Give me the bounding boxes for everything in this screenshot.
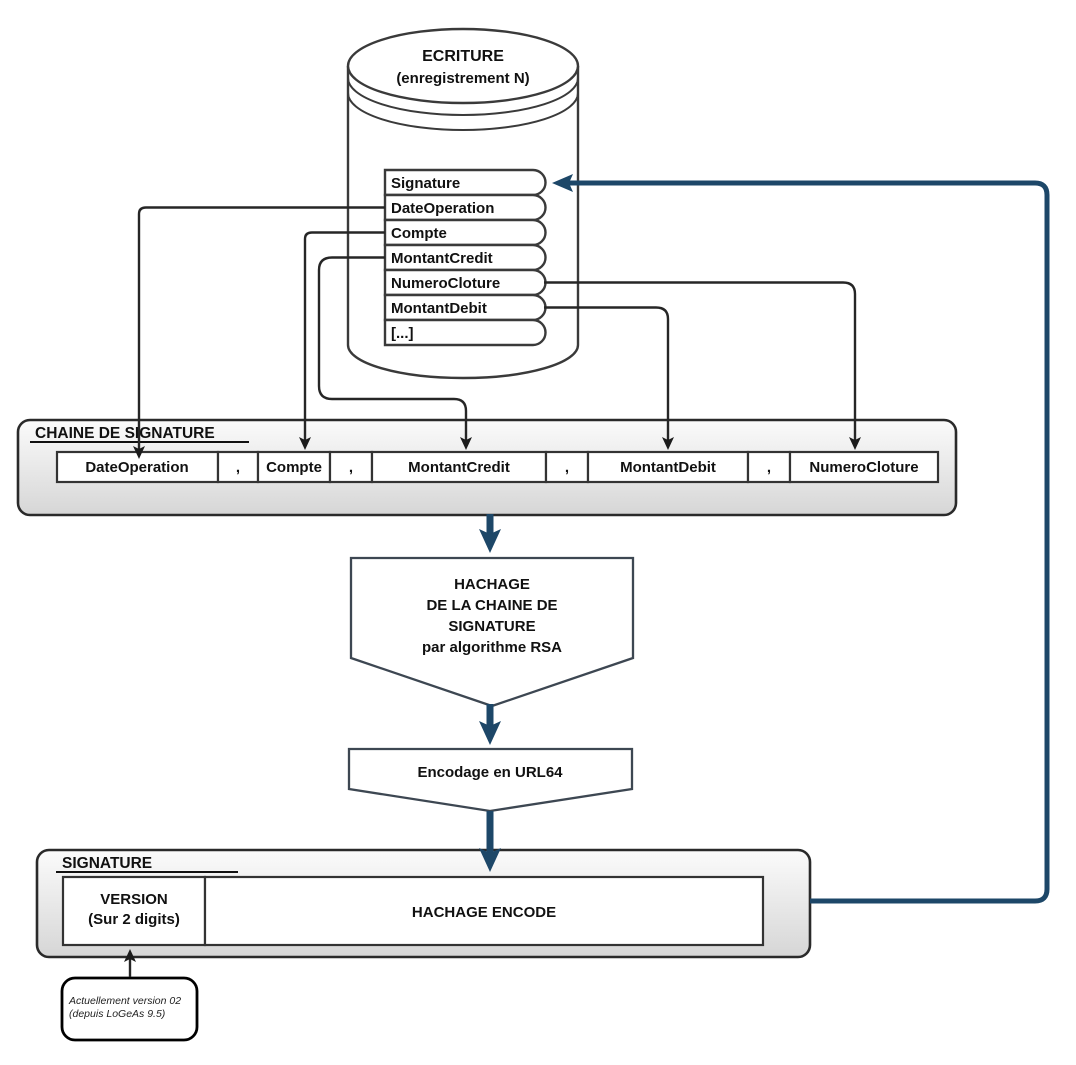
chain-cell-label: MontantCredit bbox=[408, 459, 510, 476]
hash-step-line: HACHAGE bbox=[454, 576, 530, 593]
hash-step-line: SIGNATURE bbox=[448, 618, 535, 635]
hash-step-line: par algorithme RSA bbox=[422, 639, 562, 656]
flow-arrows bbox=[479, 174, 1050, 904]
chain-cell bbox=[788, 450, 940, 484]
field-connectors bbox=[124, 206, 861, 977]
cylinder-disk-arc-2 bbox=[347, 92, 579, 131]
hash-step-line: DE LA CHAINE DE bbox=[426, 597, 557, 614]
version-note: Actuellement version 02 (depuis LoGeAs 9… bbox=[60, 976, 199, 1042]
note-line: (depuis LoGeAs 9.5) bbox=[69, 1008, 165, 1020]
db-field-label: DateOperation bbox=[391, 200, 494, 217]
hash-pentagon bbox=[349, 556, 635, 708]
chain-box: CHAINE DE SIGNATURE DateOperation , Comp… bbox=[16, 418, 958, 517]
cylinder-disk-arc-1 bbox=[347, 77, 579, 116]
chain-cell-label: Compte bbox=[266, 459, 322, 476]
chain-cell bbox=[256, 450, 332, 484]
db-field-label: MontantCredit bbox=[391, 250, 493, 267]
chain-cell-label: DateOperation bbox=[85, 459, 188, 476]
signature-box: SIGNATURE VERSION (Sur 2 digits) HACHAGE… bbox=[35, 848, 812, 959]
note-line: Actuellement version 02 bbox=[68, 995, 181, 1007]
db-fields: Signature DateOperation Compte MontantCr… bbox=[383, 168, 547, 347]
chain-cell-comma bbox=[328, 450, 374, 484]
hash-encoded-label: HACHAGE ENCODE bbox=[412, 904, 556, 921]
arrow-feedback-to-signature-field bbox=[552, 174, 1050, 904]
chain-cell-comma bbox=[216, 450, 260, 484]
version-label-line: (Sur 2 digits) bbox=[88, 911, 180, 928]
note-frame bbox=[60, 976, 199, 1042]
cylinder-top bbox=[346, 27, 580, 105]
version-label-line: VERSION bbox=[100, 891, 168, 908]
hash-step-shape: HACHAGE DE LA CHAINE DE SIGNATURE par al… bbox=[349, 556, 635, 708]
signature-box-title: SIGNATURE bbox=[62, 855, 152, 872]
connector-montantdebit bbox=[544, 306, 674, 450]
chain-box-title: CHAINE DE SIGNATURE bbox=[35, 425, 215, 442]
connector-compte bbox=[299, 231, 385, 450]
db-field-label: NumeroCloture bbox=[391, 275, 500, 292]
db-field-label: Compte bbox=[391, 225, 447, 242]
encode-pentagon bbox=[347, 747, 634, 813]
database-cylinder: ECRITURE (enregistrement N) Signature Da… bbox=[346, 27, 580, 380]
chain-cells: DateOperation , Compte , MontantCredit ,… bbox=[55, 450, 940, 484]
connector-dateoperation bbox=[133, 206, 385, 459]
encode-step-shape: Encodage en URL64 bbox=[347, 747, 634, 813]
db-subtitle: (enregistrement N) bbox=[396, 70, 529, 87]
db-field-label: MontantDebit bbox=[391, 300, 487, 317]
chain-cell-label: NumeroCloture bbox=[809, 459, 918, 476]
chain-cell-label: , bbox=[767, 459, 771, 476]
connector-numerocloture bbox=[544, 281, 861, 450]
db-field-label: [...] bbox=[391, 325, 414, 342]
chain-cell bbox=[586, 450, 750, 484]
chain-cell-label: , bbox=[349, 459, 353, 476]
chain-cell-label: , bbox=[236, 459, 240, 476]
chain-cell bbox=[370, 450, 548, 484]
encode-step-label: Encodage en URL64 bbox=[417, 764, 563, 781]
chain-cell-label: MontantDebit bbox=[620, 459, 716, 476]
chain-cell-comma bbox=[544, 450, 590, 484]
chain-cell-label: , bbox=[565, 459, 569, 476]
db-title: ECRITURE bbox=[422, 48, 504, 65]
connector-montantcredit bbox=[317, 256, 472, 450]
hash-encoded-cell bbox=[203, 875, 765, 947]
db-field-etc bbox=[383, 318, 547, 347]
db-field-label: Signature bbox=[391, 175, 460, 192]
